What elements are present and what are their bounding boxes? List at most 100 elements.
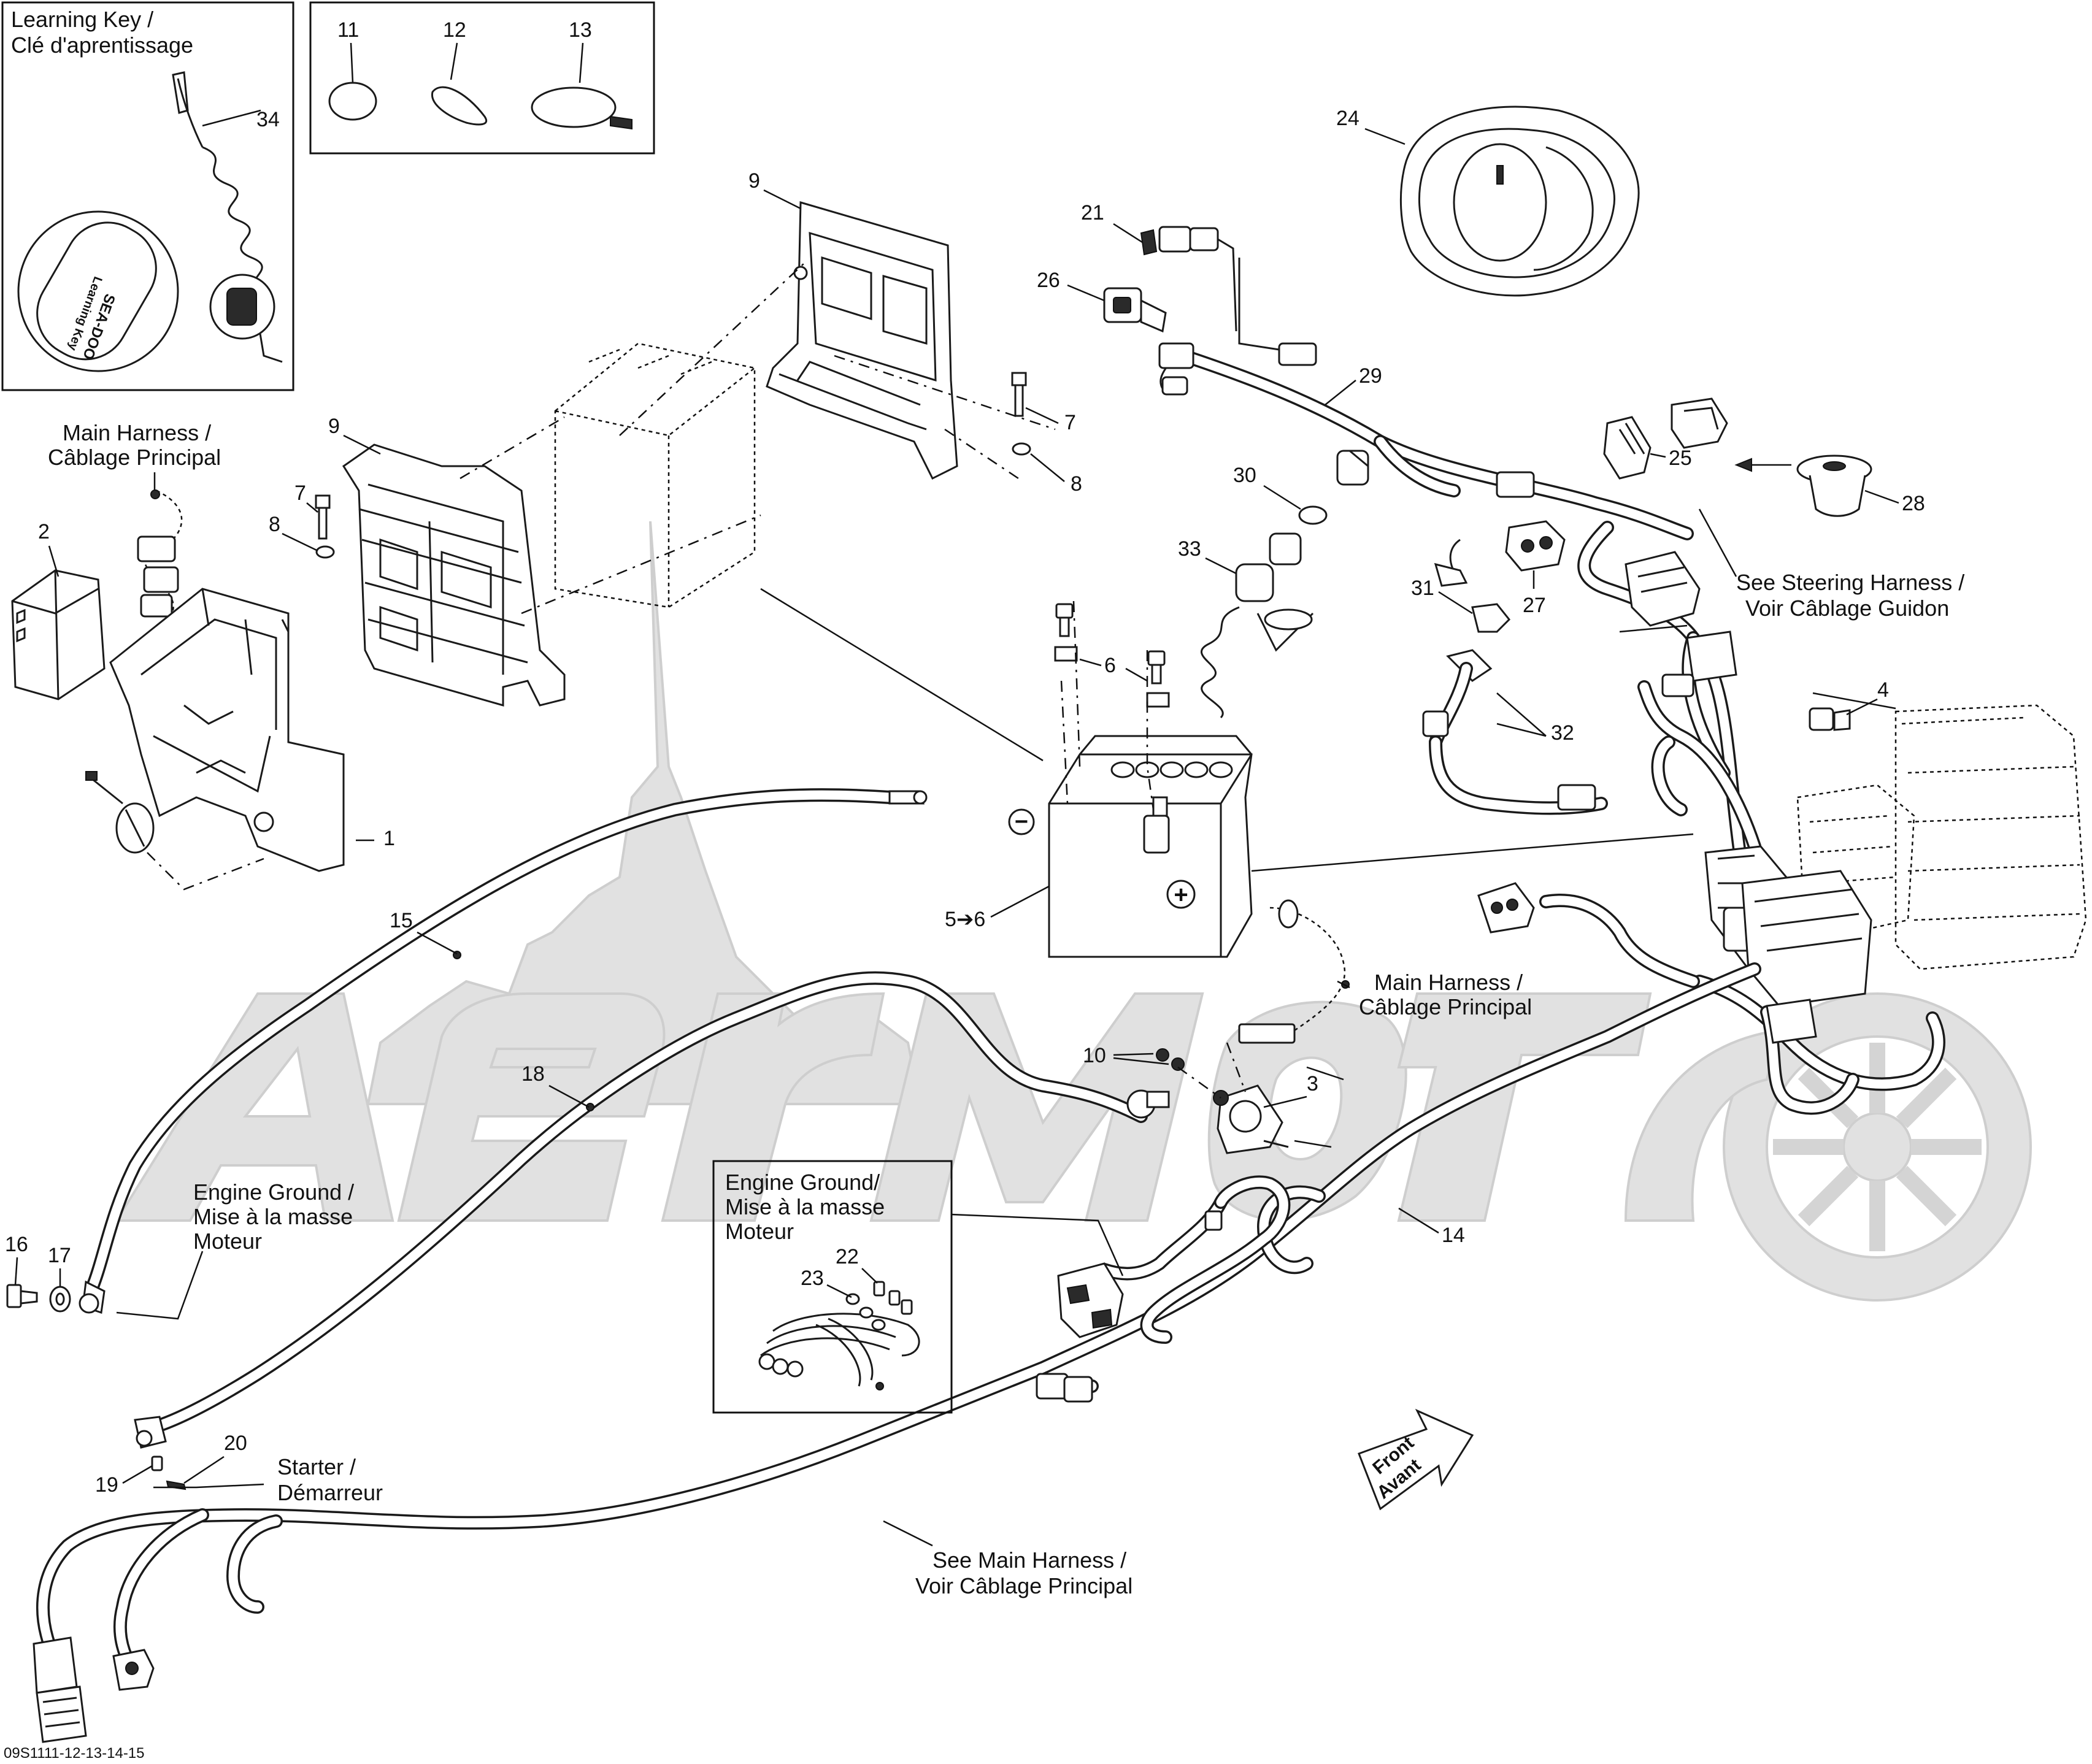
key-post-26 — [1103, 287, 1167, 333]
negative-terminal-symbol — [1008, 808, 1035, 835]
callout-5-to-6: 5➔6 — [945, 908, 985, 931]
main-harness-left-fr: Câblage Principal — [48, 445, 221, 470]
callout-15: 15 — [390, 909, 413, 932]
relay-part-1a — [85, 771, 155, 854]
callout-8-left: 8 — [269, 513, 280, 536]
screw-7-right — [1011, 372, 1031, 456]
lanyard-clip — [177, 78, 204, 148]
washer-17 — [49, 1286, 71, 1313]
callout-8-right: 8 — [1071, 472, 1082, 496]
cable-18 — [134, 971, 1170, 1449]
callout-14: 14 — [1442, 1224, 1465, 1247]
engine-ground-box — [712, 1160, 953, 1414]
callout-28: 28 — [1902, 492, 1925, 515]
callout-7-right: 7 — [1064, 411, 1076, 434]
engine-ground-left-1: Engine Ground / — [193, 1179, 354, 1205]
engine-ground-box-2: Mise à la masse — [725, 1194, 885, 1219]
relay-3 — [1213, 1084, 1289, 1154]
inset-title-fr: Clé d'aprentissage — [11, 33, 193, 58]
callout-6: 6 — [1104, 654, 1116, 677]
cable-14 — [33, 962, 1761, 1743]
starter-en: Starter / — [277, 1454, 356, 1479]
switch-30 — [1298, 450, 1369, 525]
callout-11: 11 — [337, 18, 359, 42]
bracket-1 — [109, 588, 345, 872]
callout-32: 32 — [1551, 721, 1574, 745]
connector-top-right — [1671, 397, 1728, 449]
positive-cable — [1238, 899, 1350, 1044]
connector-31 — [1434, 539, 1511, 633]
engine-ground-left-3: Moteur — [193, 1229, 262, 1254]
leader-lines — [116, 588, 1896, 1320]
callout-3: 3 — [1307, 1072, 1318, 1095]
connectors-main-harness-left — [137, 489, 183, 618]
callout-1: 1 — [383, 827, 395, 850]
harness-29 — [1158, 258, 1694, 540]
callout-4: 4 — [1877, 678, 1889, 702]
grommet-28 — [1734, 454, 1872, 517]
clamp-13 — [531, 86, 617, 128]
nuts-10 — [1156, 1048, 1185, 1071]
battery-5: − + — [1008, 735, 1253, 958]
clamp-11 — [328, 82, 377, 121]
bolt-6a — [1054, 603, 1078, 662]
callouts: 1 2 3 4 5➔6 6 7 7 8 8 9 9 10 14 15 16 17… — [5, 107, 1925, 1497]
battery-holder-lower — [342, 443, 566, 707]
engine-ecm-area — [1796, 704, 2087, 970]
main-harness-left-en: Main Harness / — [63, 420, 211, 445]
battery-negative-label: − — [1015, 809, 1028, 835]
callout-34: 34 — [256, 108, 280, 131]
engine-ground-left-2: Mise à la masse — [193, 1204, 353, 1229]
callout-13: 13 — [569, 18, 592, 42]
callout-29: 29 — [1359, 364, 1382, 388]
callout-16: 16 — [5, 1233, 28, 1256]
callout-18: 18 — [521, 1062, 545, 1086]
screw-7-left — [315, 494, 335, 559]
connector-21 — [1140, 226, 1237, 332]
battery-holder-upper — [766, 201, 958, 480]
steering-harness-fr: Voir Câblage Guidon — [1745, 596, 1949, 621]
battery-outline-dashed — [554, 342, 756, 608]
connector-27 — [1505, 520, 1566, 572]
diagram-code: 09S1111-12-13-14-15 — [4, 1745, 145, 1762]
starter-fr: Démarreur — [277, 1480, 383, 1505]
callout-31: 31 — [1411, 577, 1434, 600]
see-main-harness-fr: Voir Câblage Principal — [915, 1573, 1133, 1598]
see-main-harness-en: See Main Harness / — [933, 1547, 1126, 1573]
bolt-16 — [6, 1284, 38, 1308]
callout-10: 10 — [1083, 1044, 1106, 1067]
callout-27: 27 — [1523, 594, 1546, 617]
lanyard-switch-33 — [1200, 532, 1314, 719]
callout-9-top: 9 — [748, 169, 760, 193]
callout-21: 21 — [1081, 201, 1104, 224]
part-19 — [151, 1455, 163, 1471]
main-harness-center-fr: Câblage Principal — [1359, 994, 1532, 1019]
callout-26: 26 — [1037, 269, 1060, 292]
learning-key-inset: Learning Key / Clé d'aprentissage SEA-DO… — [1, 1, 294, 391]
text-labels: Main Harness / Câblage Principal Main Ha… — [4, 420, 1964, 1762]
harness-32 — [1422, 649, 1608, 815]
main-harness-center-en: Main Harness / — [1374, 970, 1523, 995]
positive-terminal-symbol — [1166, 880, 1196, 909]
clamps-inset: 11 12 13 — [309, 1, 655, 155]
bolt-6b — [1146, 650, 1170, 708]
callout-20: 20 — [224, 1432, 247, 1455]
callout-9-left: 9 — [328, 415, 340, 438]
callout-19: 19 — [95, 1473, 118, 1497]
inset-title-en: Learning Key / — [11, 7, 153, 32]
cable-15 — [79, 788, 928, 1314]
callout-23: 23 — [801, 1267, 824, 1290]
electronic-module-2 — [11, 569, 106, 700]
gauge-cluster-24 — [1399, 105, 1640, 297]
main-harness-bundle-right — [1477, 521, 1945, 1115]
callout-33: 33 — [1178, 537, 1201, 561]
callout-17: 17 — [48, 1244, 71, 1267]
engine-ground-box-1: Engine Ground/ — [725, 1170, 880, 1195]
callout-25: 25 — [1669, 447, 1692, 470]
clamp-12 — [431, 86, 487, 126]
callout-22: 22 — [836, 1245, 859, 1268]
front-arrow: Front Avant — [1358, 1408, 1474, 1511]
connector-25 — [1603, 416, 1652, 480]
steering-harness-en: See Steering Harness / — [1736, 570, 1964, 595]
